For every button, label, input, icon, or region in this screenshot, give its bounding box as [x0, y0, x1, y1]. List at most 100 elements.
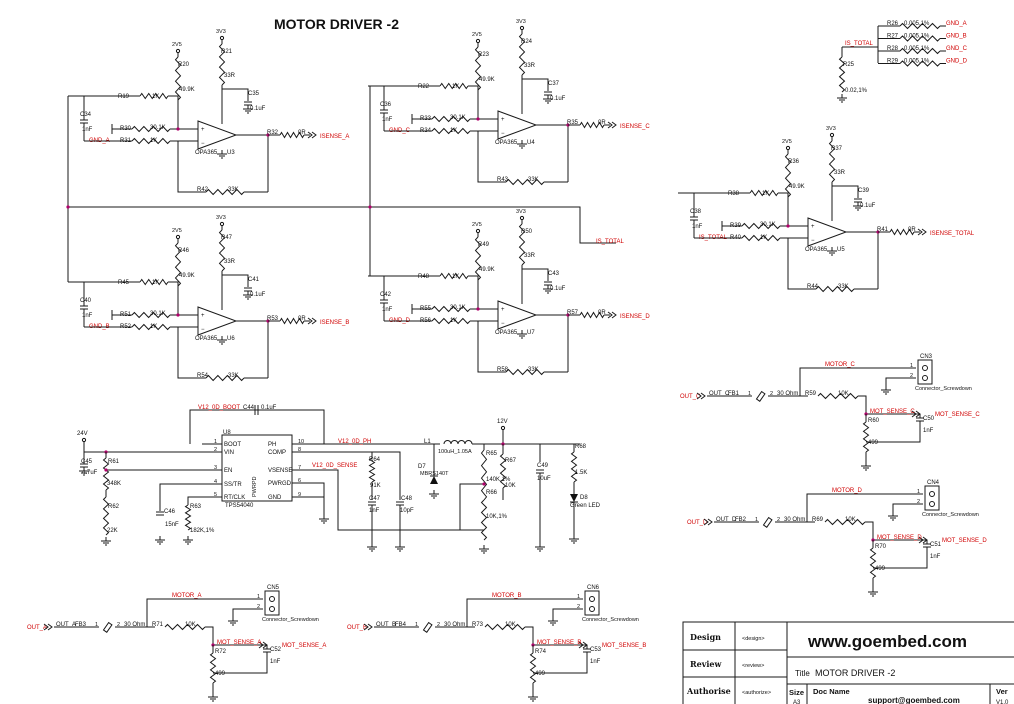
resistor-ref: R60	[868, 418, 880, 424]
diode-icon	[430, 476, 438, 484]
wire	[536, 124, 569, 182]
resistor-value: 1K	[150, 324, 157, 330]
power-pin-icon	[475, 38, 481, 47]
feedback-resistor	[815, 285, 855, 293]
resistor-value: 0R	[298, 316, 306, 322]
wire	[312, 496, 325, 515]
shunt-resistor	[899, 22, 941, 30]
power-pin-icon	[81, 437, 87, 446]
supply-resistor	[828, 140, 836, 183]
title-block: Design<design>Review<review>Authorise<au…	[682, 621, 1014, 704]
resistor-ref: R73	[472, 622, 484, 628]
supply-resistor	[218, 229, 226, 272]
voltage-label: 3V3	[826, 126, 836, 132]
ground-icon	[228, 617, 238, 626]
pin-minus: −	[201, 327, 205, 333]
bottom-resistor	[869, 547, 877, 579]
cap-ref: C42	[380, 292, 392, 298]
junction-dot	[476, 117, 480, 121]
resistor-value: 30.1K	[150, 125, 166, 131]
inductor-value: 100uH_1.05A	[438, 449, 472, 455]
cap-value: 1nF	[930, 554, 941, 560]
wire	[43, 623, 49, 631]
wire	[778, 192, 789, 226]
inductor-icon	[443, 440, 473, 445]
wire	[696, 392, 702, 400]
ferrite-bead-icon	[755, 390, 766, 402]
opamp-ref: U3	[227, 150, 235, 156]
ground-icon	[548, 617, 558, 626]
coil	[450, 440, 459, 445]
ferrite-value: 30 Ohm	[784, 517, 805, 523]
power-pin-icon	[175, 48, 181, 57]
wire	[367, 623, 373, 631]
shunt-net-label: IS_TOTAL	[845, 41, 873, 47]
input-resistor-top	[439, 272, 469, 280]
pin-plus: +	[201, 127, 205, 133]
input-resistor-b	[431, 127, 471, 135]
resistor-ref: R41	[877, 227, 889, 233]
opamp-triangle	[197, 120, 238, 150]
bottom-resistor	[862, 421, 870, 453]
cap-ref: C49	[537, 463, 549, 469]
cap-ref: C50	[923, 416, 935, 422]
cap-ref: C38	[690, 209, 702, 215]
resistor-ref: R37	[831, 146, 843, 152]
wire	[892, 503, 923, 512]
capacitor	[380, 109, 388, 114]
wire	[477, 321, 506, 373]
ground-icon	[208, 693, 218, 702]
resistor-ref: R24	[521, 39, 533, 45]
resistor-value: 33K	[228, 187, 239, 193]
pin-circle	[785, 145, 791, 151]
resistor-ref: R63	[190, 504, 202, 510]
capacitor	[380, 299, 388, 304]
ground-icon	[155, 536, 165, 545]
r63-resistor	[184, 504, 192, 531]
capacitor	[854, 198, 862, 203]
wire	[222, 274, 249, 287]
pin-circle	[219, 221, 225, 227]
pin-1: 1	[910, 363, 913, 369]
supply-resistor	[518, 223, 526, 266]
ver-value: V1.0	[996, 700, 1009, 704]
bus-net-label: IS_TOTAL	[596, 239, 624, 245]
out-net-label: OUT_D	[687, 520, 708, 526]
pin-number: 6	[298, 478, 301, 484]
pin-circle	[81, 437, 87, 443]
opamp-triangle	[497, 300, 538, 330]
wire	[832, 185, 859, 198]
power-pin-icon	[519, 215, 525, 224]
wire	[552, 608, 583, 617]
resistor-ref: R19	[118, 94, 130, 100]
ferrite-ref: FB1	[728, 391, 740, 397]
ferrite-bead-icon	[102, 621, 113, 633]
connector-ref: CN6	[587, 585, 600, 591]
net-arrow-icon	[703, 518, 713, 526]
r65-resistor	[480, 449, 488, 501]
diode-ref: D7	[418, 464, 426, 470]
connector-body	[264, 590, 280, 616]
ground-icon	[517, 140, 527, 149]
pin-number: 3	[214, 465, 217, 471]
cap-value: 1nF	[692, 224, 703, 230]
chip-ref: U8	[223, 430, 231, 436]
ph-net: V12_0D_PH	[338, 439, 371, 445]
ground-icon	[861, 462, 871, 471]
pin-2: 2	[910, 373, 913, 379]
resistor-value: 91K	[370, 483, 381, 489]
resistor-ref: R72	[215, 649, 227, 655]
pin-plus: +	[501, 117, 505, 123]
connector-ref: CN3	[920, 354, 933, 360]
shunt-ref: R28	[887, 46, 899, 52]
r61-resistor	[102, 457, 110, 491]
pin-name: COMP	[268, 450, 286, 456]
ferrite-value: 30 Ohm	[777, 391, 798, 397]
resistor-value: 1.5K	[575, 470, 587, 476]
